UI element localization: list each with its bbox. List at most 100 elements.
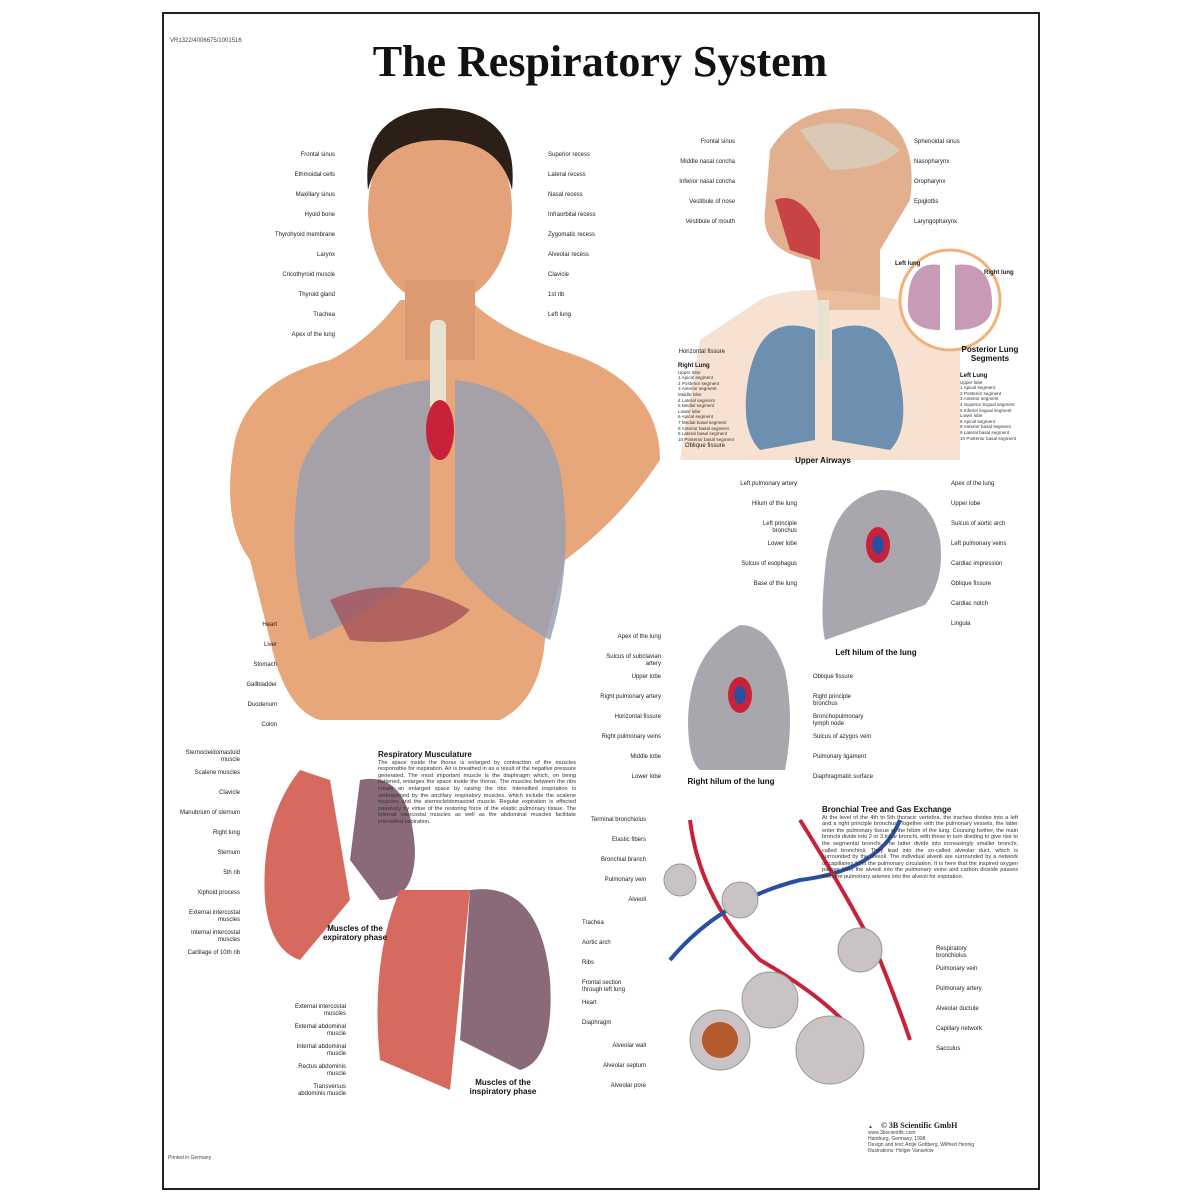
musculature-text: The space inside the thorax is enlarged …: [378, 759, 576, 825]
anatomy-label: Horizontal fissure: [614, 714, 661, 720]
anatomy-label: Sternocleidomastoid muscle: [185, 750, 240, 763]
anatomy-label: Right principle bronchus: [813, 694, 852, 707]
anatomy-label: Thyrohyoid membrane: [274, 232, 335, 238]
anatomy-label: Zygomatic recess: [548, 232, 596, 238]
list-line: Design and text: Antje Gottberg, Wilfrie…: [868, 1142, 975, 1148]
anatomy-label: Oropharynx: [914, 179, 946, 185]
anatomy-label: Diaphragm: [582, 1020, 612, 1026]
list-line: 2 Posterior segment: [678, 380, 720, 386]
anatomy-label: Infraorbital recess: [548, 212, 596, 218]
product-code: VR1322/4006675/1001516: [170, 38, 242, 44]
anatomy-label: Liver: [263, 642, 277, 648]
anatomy-label: Lower lobe: [631, 774, 661, 780]
list-line: 5 Inferior lingual segment: [960, 407, 1012, 413]
inspiratory-lung: [460, 889, 551, 1070]
left-lung-segment-heading: Left Lung: [960, 373, 988, 379]
anatomy-label: Scalene muscles: [194, 770, 240, 776]
trachea: [430, 320, 446, 410]
anatomy-label: Trachea: [313, 312, 335, 318]
anatomy-label: Heart: [262, 622, 277, 628]
anatomy-label: Cardiac impression: [951, 561, 1003, 567]
expiratory-lung: [350, 778, 415, 900]
caption-upper-airways: Upper Airways: [795, 456, 851, 465]
anatomy-label: Manubrium of sternum: [179, 810, 240, 816]
anatomy-label: Pulmonary vein: [604, 877, 646, 883]
expiratory-ribcage: [264, 770, 350, 960]
list-line: 6 Apical segment: [960, 418, 995, 424]
left-hilum-lung: [822, 490, 941, 640]
page-title: The Respiratory System: [372, 37, 828, 86]
anatomy-label: Lateral recess: [548, 172, 586, 178]
anatomy-label: Colon: [261, 722, 277, 728]
anatomy-label: Right pulmonary veins: [601, 734, 661, 740]
anatomy-label: Hilum of the lung: [751, 501, 797, 507]
liver: [330, 587, 470, 642]
list-line: 8 Anterior basal segment: [960, 424, 1011, 430]
anatomy-label: Apex of the lung: [617, 634, 661, 640]
list-line: 9 Lateral basal segment: [960, 429, 1010, 435]
list-line: 10 Posterior basal segment: [960, 435, 1016, 441]
list-line: 4 Superior lingual segment: [960, 401, 1015, 407]
anatomy-label: Pulmonary ligament: [813, 754, 867, 760]
anatomy-label: Laryngopharynx: [914, 219, 958, 225]
anatomy-label: Left lung: [548, 312, 572, 318]
musculature-text-block: Respiratory Musculature The space inside…: [378, 750, 576, 826]
caption-left-hilum: Left hilum of the lung: [835, 648, 917, 657]
bronchial-text-block: Bronchial Tree and Gas Exchange At the l…: [822, 806, 1018, 881]
musculature-heading: Respiratory Musculature: [378, 750, 472, 759]
anatomy-label: Trachea: [582, 920, 604, 926]
list-line: 1 Apical segment: [960, 385, 995, 391]
caption-posterior-segments: Posterior Lung Segments: [961, 345, 1019, 363]
inspiratory-torso: [377, 890, 470, 1090]
list-line: 5 Medial segment: [678, 403, 715, 409]
list-line: 3 Anterior segment: [960, 396, 999, 402]
anatomy-label: Stomach: [253, 662, 277, 668]
anatomy-label: Pulmonary vein: [936, 966, 978, 972]
anatomy-label: Alveolar septum: [602, 1063, 646, 1069]
anatomy-label: Internal abdominal muscle: [296, 1044, 346, 1057]
anatomy-label: Cricothyroid muscle: [282, 272, 335, 278]
anatomy-label: Xiphoid process: [197, 890, 240, 896]
anatomy-label: Ribs: [582, 960, 595, 966]
anatomy-label: Alveolar pore: [610, 1083, 646, 1089]
anatomy-label: Upper lobe: [951, 501, 981, 507]
anatomy-label: Thyroid gland: [298, 292, 335, 298]
airways-right-lung: [745, 325, 815, 450]
anatomy-label: Sulcus of aortic arch: [951, 521, 1006, 527]
anatomy-label: Left principle bronchus: [762, 521, 797, 534]
anatomy-label: Lower lobe: [767, 541, 797, 547]
list-line: 4 Lateral segment: [678, 397, 715, 403]
airways-left-lung: [832, 325, 904, 450]
anatomy-label: Frontal sinus: [700, 139, 735, 145]
anatomy-label: Apex of the lung: [291, 332, 335, 338]
anatomy-label: Oblique fissure: [813, 674, 854, 680]
anatomy-label: Sulcus of subclavian artery: [606, 654, 661, 667]
list-line: 8 Anterior basal segment: [678, 425, 729, 431]
anatomy-label: Clavicle: [548, 272, 570, 278]
list-line: 10 Posterior basal segment: [678, 436, 734, 442]
anatomy-label: Ethmoidal cells: [294, 172, 335, 178]
anatomy-label: Sulcus of esophagus: [741, 561, 797, 567]
anatomy-label: Left pulmonary artery: [740, 481, 797, 487]
printed-note: Printed in Germany: [168, 1155, 212, 1161]
anatomy-label: Nasopharynx: [914, 159, 950, 165]
anatomy-label: Middle nasal concha: [680, 159, 735, 165]
anatomy-label: Apex of the lung: [951, 481, 995, 487]
right-lung-segment-heading: Right Lung: [678, 363, 710, 369]
anatomy-label: Oblique fissure: [684, 443, 725, 449]
anatomy-label: External intercostal muscles: [294, 1004, 346, 1017]
anatomy-label: Respiratory bronchiolus: [936, 946, 967, 959]
list-line: 6 Apical segment: [678, 414, 713, 420]
anatomy-label: Alveolar ductule: [936, 1006, 979, 1012]
list-line: Hamburg, Germany, 1998: [868, 1136, 926, 1142]
anatomy-label: Inferior nasal concha: [679, 179, 735, 185]
anatomy-label: Gallbladder: [246, 682, 277, 688]
list-line: Middle lobe: [678, 391, 702, 397]
anatomy-label: Pulmonary artery: [936, 986, 982, 992]
anatomy-label: Upper lobe: [631, 674, 661, 680]
torso-illustration: [230, 108, 660, 720]
anatomy-label: Right pulmonary artery: [600, 694, 661, 700]
